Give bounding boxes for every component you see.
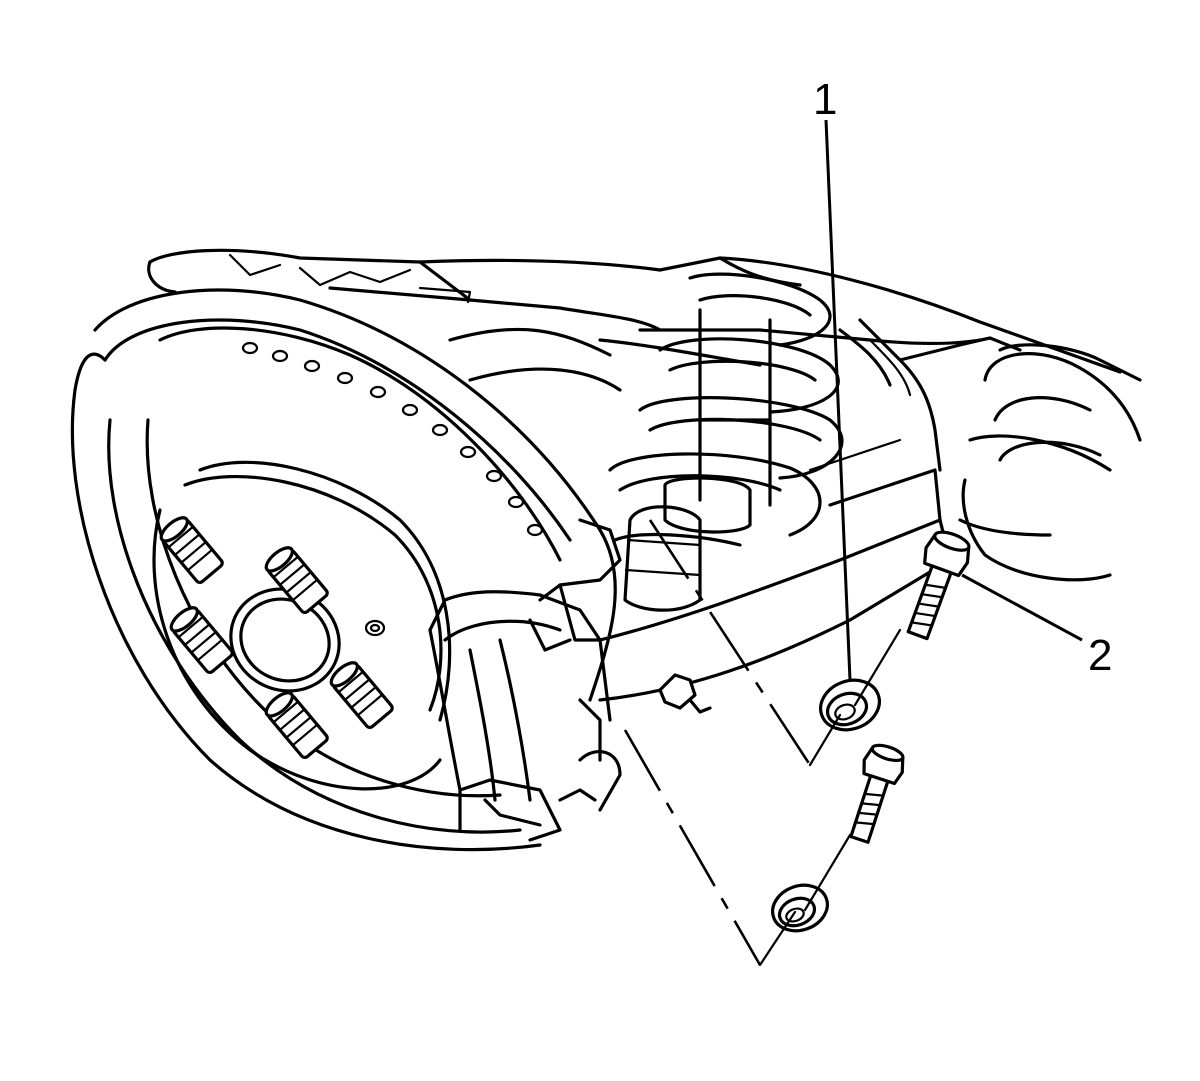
wheel-studs [159,516,394,760]
wheel-stud [264,546,329,615]
frame-crossmember [147,248,1122,472]
callout-2: 2 [961,573,1112,680]
wheel-stud [169,606,234,675]
caliper-bracket [428,518,622,842]
rear-bushing [958,343,1142,582]
nut [771,883,829,933]
nut [819,678,881,732]
bleeder-fitting [658,673,712,714]
wheel-stud [329,661,394,730]
coil-spring [608,272,844,547]
callout-1: 1 [813,75,852,681]
callout-1-label: 1 [813,75,837,124]
rotor-drill-holes [241,341,544,537]
wheel-stud [264,691,329,760]
brake-rotor [70,288,617,852]
wheel-stud [159,516,224,585]
alignment-lines [623,519,902,967]
callout-2-label: 2 [1088,631,1112,680]
bolt [906,530,971,641]
bolt [849,743,905,844]
